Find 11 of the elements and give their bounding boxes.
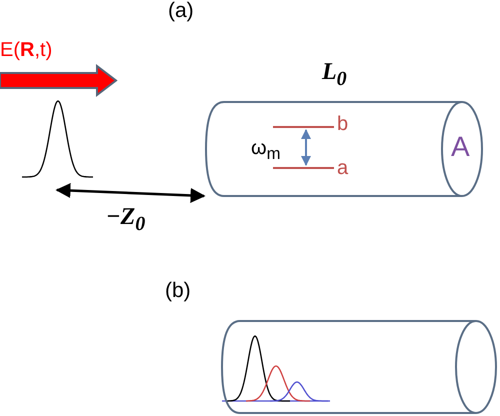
level-label: a [337, 158, 348, 178]
frequency-label: ω$_{m}$ [251, 138, 280, 163]
field-label: E(R,t) [0, 40, 52, 60]
length-label: L$_{0}$ [322, 60, 347, 89]
distance-label: −Z$_{0}$ [106, 205, 146, 234]
cylinder [204, 100, 486, 198]
panel-label: (b) [165, 280, 191, 301]
cylinder [220, 319, 500, 415]
area-label: A [451, 133, 470, 161]
level-label: b [337, 114, 348, 134]
panel-label: (a) [168, 0, 194, 21]
